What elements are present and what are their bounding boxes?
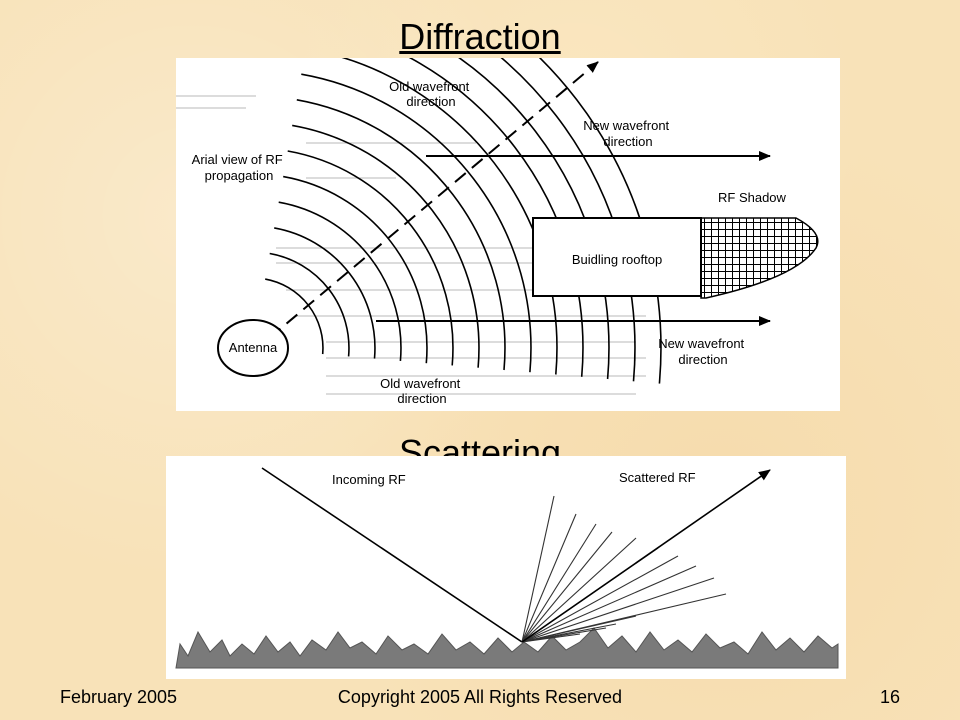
rf-shadow-label: RF Shadow [718, 190, 787, 205]
incoming-rf-ray [261, 467, 523, 643]
wavefront-arc [408, 0, 636, 382]
new-wavefront-bottom-label: New wavefront direction [658, 336, 748, 367]
footer-page-number: 16 [879, 687, 900, 707]
scattered-ray [521, 577, 715, 643]
wavefront-arc [301, 73, 532, 373]
footer-date: February 2005 [60, 687, 178, 707]
rf-shadow-region [700, 217, 819, 299]
wavefront-arc [287, 150, 454, 366]
scattered-ray [521, 531, 613, 643]
wavefront-arc [292, 124, 480, 368]
wavefront-arc [265, 278, 324, 355]
wavefront-arc [283, 175, 428, 364]
scattered-rf-rays [521, 469, 771, 643]
footer-copyright: Copyright 2005 All Rights Reserved [337, 687, 623, 707]
new-wavefront-top-label: New wavefront direction [583, 118, 673, 149]
wavefront-arc [269, 252, 350, 357]
scattering-figure: Incoming RF Scattered RF [166, 456, 846, 679]
wavefront-arc [274, 227, 376, 359]
wavefront-arc [305, 47, 558, 375]
scattering-diagram: Incoming RF Scattered RF [175, 467, 839, 669]
rough-ground-surface [175, 627, 839, 669]
old-wavefront-dashed-line [235, 61, 599, 367]
incoming-rf-label: Incoming RF [332, 472, 406, 487]
old-wavefront-bottom-label: Old wavefront direction [380, 376, 464, 406]
wavefront-arc [296, 99, 506, 371]
building-label: Buidling rooftop [572, 252, 662, 267]
scattered-ray [521, 555, 679, 643]
scattered-ray [521, 537, 637, 643]
diffraction-figure: Buidling rooftop RF Shadow Antenna Old w… [176, 0, 840, 411]
scattered-rf-label: Scattered RF [619, 470, 696, 485]
scattered-ray [521, 513, 577, 643]
old-wavefront-top-label: Old wavefront direction [389, 79, 473, 109]
scattered-ray [521, 615, 637, 643]
scattered-ray-main-arrow [521, 469, 771, 643]
diffraction-diagram: Buidling rooftop RF Shadow Antenna Old w… [176, 0, 819, 406]
antenna-label: Antenna [229, 340, 278, 355]
scattered-ray [521, 495, 555, 643]
arial-view-label: Arial view of RF propagation [192, 152, 287, 183]
slide-title-diffraction: Diffraction [399, 16, 561, 57]
scattered-ray [521, 523, 597, 643]
scattered-ray [521, 565, 697, 643]
scattered-ray [521, 633, 581, 643]
antenna-circle [217, 319, 289, 377]
faded-background-text [176, 95, 656, 395]
wavefront-arc [278, 201, 402, 361]
building-rooftop-box [532, 217, 702, 297]
